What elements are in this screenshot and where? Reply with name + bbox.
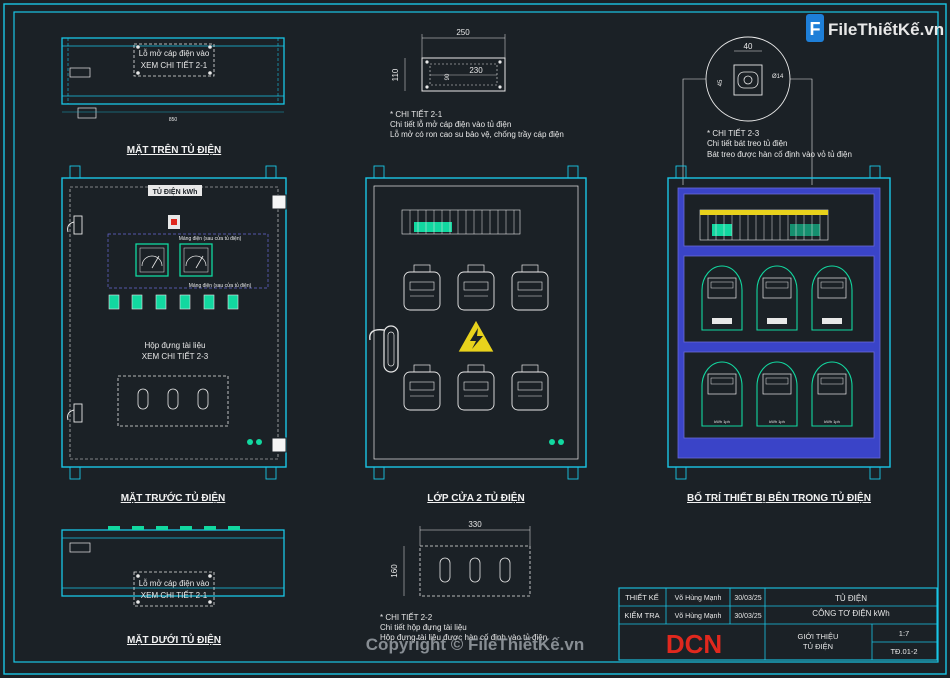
door-meter-row-top <box>403 264 549 311</box>
d21-line1: Chi tiết lỗ mở cáp điện vào tủ điện <box>390 120 511 129</box>
d23-width-dim: 40 <box>744 42 753 51</box>
detail-2-1: 250 230 110 90 * CHI TIẾT 2-1 Chi tiết l… <box>390 28 564 139</box>
tb-designed-label: THIẾT KẾ <box>625 592 659 602</box>
d23-line1: Chi tiết bát treo tủ điện <box>707 139 788 148</box>
detail-2-3: 40 45 Ø14 * CHI TIẾT 2-3 Chi tiết bát tr… <box>682 36 852 185</box>
d21-line2: Lỗ mở có ron cao su bảo vệ, chống trầy c… <box>390 130 564 139</box>
front-view: TỦ ĐIỆN kWh Máng điện (sau cửa tủ điện) … <box>61 165 287 504</box>
d23-dia-dim: Ø14 <box>772 74 784 80</box>
logo-mark: F <box>810 19 821 39</box>
d22-line2: Hộp đựng tài liệu được hàn cố định vào t… <box>380 633 547 642</box>
tb-checked-label: KIỂM TRA <box>624 611 659 620</box>
d23-line2: Bát treo được hàn cố định vào vỏ tủ điện <box>707 150 852 159</box>
front-indicator-row <box>108 294 239 310</box>
tb-checker: Võ Hùng Mạnh <box>675 613 722 620</box>
sheet-outer-border <box>3 3 947 675</box>
d21-width-dim: 250 <box>456 28 470 37</box>
front-gauge-left <box>135 243 169 277</box>
d23-height-dim: 45 <box>718 79 724 86</box>
front-rail-label-top: Máng điện (sau cửa tủ điện) <box>179 235 242 242</box>
door-view-title: LỚP CỬA 2 TỦ ĐIỆN <box>427 491 524 504</box>
bottom-note-line2: XEM CHI TIẾT 2-1 <box>141 590 208 600</box>
top-note-line1: Lỗ mở cáp điện vào <box>139 49 210 58</box>
bottom-connector-row <box>108 526 240 530</box>
title-block: THIẾT KẾ Võ Hùng Mạnh 30/03/25 KIỂM TRA … <box>618 587 938 661</box>
hazard-icon <box>457 319 495 353</box>
door-meter-row-bottom <box>403 364 549 411</box>
front-handle-top <box>67 215 83 235</box>
door-breaker-strip <box>401 209 521 235</box>
top-view-title: MẶT TRÊN TỦ ĐIỆN <box>127 143 221 156</box>
inside-meter-tag: kWh 1ph <box>714 419 730 424</box>
tb-sheet-line2: TỦ ĐIỆN <box>803 642 833 651</box>
d23-title: * CHI TIẾT 2-3 <box>707 128 760 138</box>
inside-view: kWh 1ph kWh 1ph kWh 1ph BỐ TRÍ THIẾT BỊ … <box>667 165 891 504</box>
d21-inner-height-dim: 90 <box>445 73 451 80</box>
inside-view-title: BỐ TRÍ THIẾT BỊ BÊN TRONG TỦ ĐIỆN <box>687 490 871 504</box>
inside-terminal-strip <box>699 209 829 241</box>
inside-meter-tag: kWh 1ph <box>769 419 785 424</box>
tb-drawing-no: TĐ.01-2 <box>890 647 917 656</box>
tb-project-line2: CÔNG TƠ ĐIỆN kWh <box>812 609 889 618</box>
bottom-view-title: MẶT DƯỚI TỦ ĐIỆN <box>127 633 221 646</box>
door-handle-icon <box>369 325 399 373</box>
tb-company-logo: DCN <box>666 629 722 659</box>
d21-inner-width-dim: 230 <box>469 66 483 75</box>
bottom-note-line1: Lỗ mở cáp điện vào <box>139 579 210 588</box>
inside-meter-row-bottom: kWh 1ph kWh 1ph kWh 1ph <box>701 361 853 427</box>
top-dim-label: 850 <box>169 117 178 123</box>
top-view: Lỗ mở cáp điện vào XEM CHI TIẾT 2-1 850 … <box>61 37 285 156</box>
d22-title: * CHI TIẾT 2-2 <box>380 612 433 622</box>
brand-logo: F FileThiếtKế.vn <box>806 14 944 42</box>
front-handle-bottom <box>67 403 83 423</box>
front-doc-line1: Hộp đựng tài liệu <box>145 341 206 350</box>
d21-height-dim: 110 <box>391 68 400 81</box>
front-rail-label-bottom: Máng điện (sau cửa tủ điện) <box>189 282 252 289</box>
front-label: TỦ ĐIỆN kWh <box>153 187 198 196</box>
door-view: LỚP CỬA 2 TỦ ĐIỆN <box>365 165 587 504</box>
tb-checked-date: 30/03/25 <box>734 613 761 620</box>
front-doc-box <box>117 375 229 427</box>
inside-meter-tag: kWh 1ph <box>824 419 840 424</box>
top-note-line2: XEM CHI TIẾT 2-1 <box>141 60 208 70</box>
tb-project-line1: TỦ ĐIỆN <box>835 594 867 603</box>
bottom-view: Lỗ mở cáp điện vào XEM CHI TIẾT 2-1 MẶT … <box>61 526 285 646</box>
front-view-title: MẶT TRƯỚC TỦ ĐIỆN <box>121 491 226 504</box>
front-doc-line2: XEM CHI TIẾT 2-3 <box>142 351 209 361</box>
front-gauge-right <box>179 243 213 277</box>
d21-title: * CHI TIẾT 2-1 <box>390 109 443 119</box>
tb-designed-date: 30/03/25 <box>734 595 761 602</box>
detail-2-2: 330 160 * CHI TIẾT 2-2 Chi tiết hộp đựng… <box>380 520 547 642</box>
d22-line1: Chi tiết hộp đựng tài liệu <box>380 623 467 632</box>
inside-meter-row-top <box>701 265 853 331</box>
copyright-watermark: Copyright © FileThiếtKế.vn <box>366 635 584 654</box>
sheet-inner-border <box>13 11 939 663</box>
tb-designer: Võ Hùng Mạnh <box>675 595 722 602</box>
tb-scale: 1:7 <box>899 629 909 638</box>
logo-text: FileThiếtKế.vn <box>828 20 944 39</box>
d22-height-dim: 160 <box>390 564 399 578</box>
tb-sheet-line1: GIỚI THIỆU <box>798 632 839 641</box>
d22-width-dim: 330 <box>468 520 482 529</box>
